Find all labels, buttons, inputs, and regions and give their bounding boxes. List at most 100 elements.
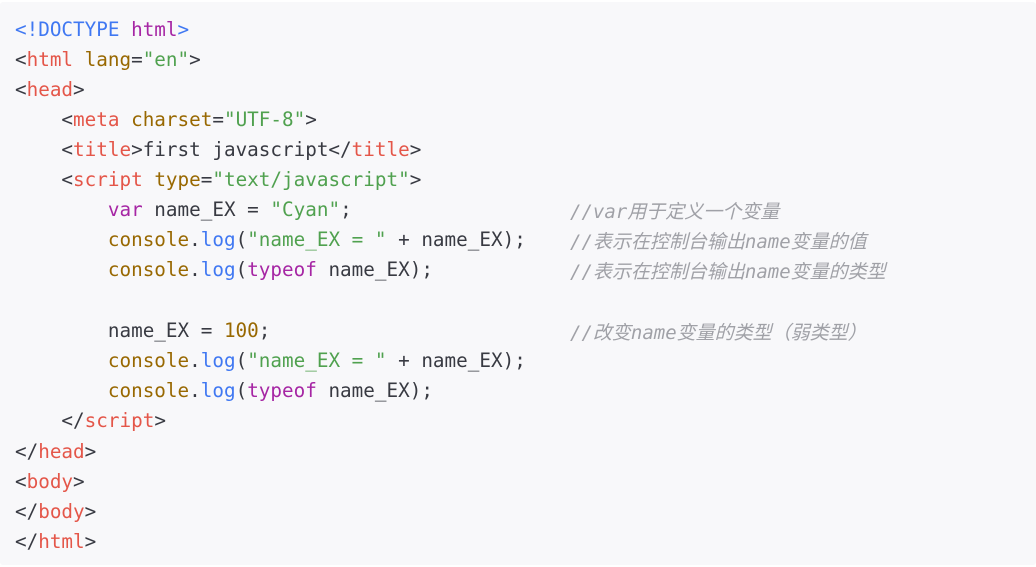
punct: < — [15, 470, 27, 493]
string-literal: "Cyan" — [270, 198, 341, 221]
code-line: <!DOCTYPE html> — [15, 15, 189, 45]
object-name: console — [107, 349, 190, 372]
doctype-close: > — [177, 18, 190, 41]
punct: ( — [235, 258, 248, 281]
indent — [15, 349, 108, 372]
object-name: console — [107, 228, 190, 251]
punct: > — [73, 78, 85, 101]
doctype-html: html — [131, 18, 178, 41]
punct: > — [154, 409, 166, 432]
punct: ( — [235, 379, 248, 402]
code-line: console.log(typeof name_EX); — [15, 255, 433, 285]
punct: > — [189, 48, 201, 71]
code-comment: //表示在控制台输出name变量的类型 — [570, 261, 886, 283]
punct: = — [131, 48, 143, 71]
code-line: <title>first javascript</title> — [15, 135, 421, 165]
object-name: console — [107, 258, 190, 281]
punct: = — [200, 168, 213, 191]
string-literal: "name_EX = " — [247, 349, 387, 372]
punct: . — [189, 228, 201, 251]
keyword: typeof — [247, 258, 317, 281]
punct: > — [73, 470, 85, 493]
code-line: </html> — [15, 527, 96, 557]
whitespace — [73, 48, 85, 71]
tag-name: html — [38, 530, 85, 553]
punct: > — [305, 108, 317, 131]
punct: > — [84, 530, 97, 553]
tag-name: title — [351, 138, 410, 161]
punct: ( — [235, 349, 248, 372]
string-literal: "name_EX = " — [247, 228, 387, 251]
punct: ( — [235, 228, 248, 251]
punct: </ — [15, 440, 39, 463]
indent — [15, 258, 108, 281]
object-name: console — [107, 379, 190, 402]
function-name: log — [200, 228, 236, 251]
code-line: console.log(typeof name_EX); — [15, 376, 433, 406]
keyword: typeof — [247, 379, 317, 402]
code-line: <meta charset="UTF-8"> — [15, 105, 317, 135]
code-line: </script> — [15, 406, 166, 436]
indent — [15, 228, 108, 251]
whitespace — [119, 18, 131, 41]
punct: > — [84, 500, 97, 523]
attr-name: type — [154, 168, 201, 191]
whitespace — [143, 168, 155, 191]
punct: </ — [15, 530, 39, 553]
tag-name: head — [26, 78, 74, 101]
code-text: + name_EX); — [386, 349, 526, 372]
text-content: >first javascript</ — [131, 138, 352, 161]
code-line: </head> — [15, 437, 96, 467]
punct: > — [409, 138, 422, 161]
attr-name: charset — [131, 108, 213, 131]
code-line: </body> — [15, 497, 96, 527]
code-line: <html lang="en"> — [15, 45, 201, 75]
code-line: <script type="text/javascript"> — [15, 165, 421, 195]
tag-name: meta — [73, 108, 120, 131]
keyword: var — [107, 198, 143, 221]
tag-name: head — [38, 440, 85, 463]
punct: < — [15, 168, 74, 191]
punct: ; — [258, 319, 271, 342]
punct: < — [15, 78, 27, 101]
code-line: <body> — [15, 467, 85, 497]
code-text: name_EX = — [15, 319, 224, 342]
code-comment: //改变name变量的类型（弱类型） — [570, 322, 867, 344]
punct: . — [189, 349, 201, 372]
whitespace — [119, 108, 131, 131]
function-name: log — [200, 379, 236, 402]
number-literal: 100 — [223, 319, 259, 342]
code-line: name_EX = 100; — [15, 316, 271, 346]
doctype-open: <! — [15, 18, 39, 41]
tag-name: html — [26, 48, 74, 71]
tag-name: script — [84, 409, 155, 432]
punct: > — [409, 168, 422, 191]
code-comment: //var用于定义一个变量 — [570, 201, 780, 223]
tag-name: body — [26, 470, 74, 493]
code-text: name_EX = — [142, 198, 271, 221]
code-comment: //表示在控制台输出name变量的值 — [570, 231, 867, 253]
punct: </ — [15, 500, 39, 523]
code-text: name_EX); — [316, 258, 433, 281]
attr-value: "en" — [142, 48, 190, 71]
punct: < — [15, 138, 74, 161]
code-text: + name_EX); — [386, 228, 526, 251]
punct: > — [84, 440, 97, 463]
punct: < — [15, 108, 74, 131]
attr-name: lang — [84, 48, 132, 71]
code-line: console.log("name_EX = " + name_EX); — [15, 225, 526, 255]
punct: < — [15, 48, 27, 71]
code-line: var name_EX = "Cyan"; — [15, 195, 352, 225]
punct: . — [189, 258, 201, 281]
punct: </ — [15, 409, 85, 432]
attr-value: "text/javascript" — [212, 168, 410, 191]
function-name: log — [200, 258, 236, 281]
function-name: log — [200, 349, 236, 372]
punct: = — [212, 108, 224, 131]
tag-name: body — [38, 500, 85, 523]
punct: . — [189, 379, 201, 402]
code-text: name_EX); — [316, 379, 433, 402]
indent — [15, 379, 108, 402]
code-line: console.log("name_EX = " + name_EX); — [15, 346, 526, 376]
